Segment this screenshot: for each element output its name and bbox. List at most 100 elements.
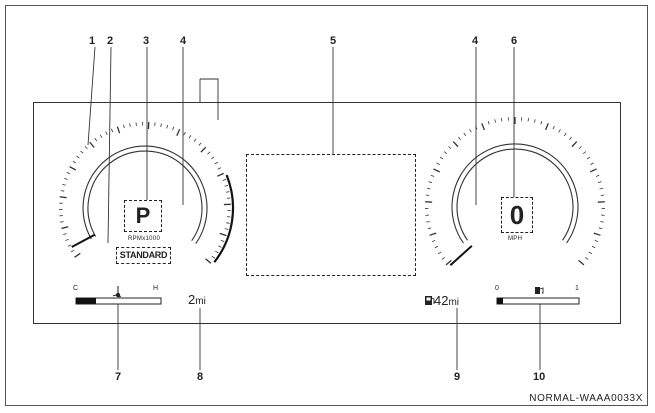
- gauge-tick: [60, 221, 64, 223]
- callout-2: 2: [107, 35, 114, 47]
- callout-6: 6: [511, 35, 518, 47]
- gauge-tick: [94, 137, 98, 142]
- gauge-tick: [475, 125, 478, 130]
- trip-value: 2: [188, 292, 196, 307]
- gauge-tick: [224, 228, 229, 230]
- gauge-tick: [105, 131, 108, 135]
- gauge-tick: [585, 257, 589, 260]
- gauge-tick: [426, 187, 431, 190]
- gauge-tick: [226, 222, 230, 224]
- thermometer-icon: [112, 286, 122, 298]
- gauge-tick: [426, 221, 430, 223]
- gauge-tick: [441, 257, 445, 260]
- gauge-tick: [458, 136, 461, 141]
- gauge-tick: [437, 251, 442, 255]
- speed-unit-label: MPH: [508, 236, 523, 242]
- gauge-inner-ring: [456, 148, 574, 241]
- gauge-tick: [427, 227, 432, 230]
- gauge-tick: [448, 146, 452, 150]
- gauge-tick: [469, 129, 472, 133]
- gauge-tick: [591, 245, 596, 249]
- gauge-tick: [534, 119, 536, 123]
- gauge-tick: [589, 168, 597, 173]
- gauge-tick: [599, 187, 604, 190]
- gauge-tick: [214, 161, 218, 165]
- gauge-tick: [62, 183, 66, 186]
- range-distance: 42mi: [434, 293, 459, 308]
- gauge-tick: [205, 258, 212, 264]
- gauge-tick: [545, 123, 549, 131]
- gauge-needle: [71, 233, 96, 248]
- instrument-panel-outline: [33, 102, 621, 324]
- callout-3: 3: [143, 35, 150, 47]
- gauge-tick: [571, 141, 578, 148]
- gauge-tick: [74, 252, 81, 258]
- gauge-tick: [431, 239, 436, 243]
- callout-1: 1: [89, 35, 96, 47]
- gauge-tick: [129, 123, 131, 127]
- rpm-unit-label: RPMx1000: [128, 236, 161, 242]
- gauge-inner-ring: [451, 143, 579, 244]
- callout-9: 9: [454, 371, 461, 383]
- gauge-tick: [183, 131, 186, 136]
- gauge-tick: [160, 123, 162, 128]
- gauge-tick: [80, 150, 84, 154]
- gauge-tick: [433, 168, 441, 173]
- gauge-tick: [563, 132, 567, 137]
- callout-4-left: 4: [180, 35, 187, 47]
- gauge-tick: [193, 138, 197, 142]
- gauge-tick: [69, 166, 77, 171]
- gauge-needle: [449, 245, 473, 266]
- gauge-tick: [501, 117, 503, 122]
- gauge-tick: [63, 233, 67, 235]
- gear-indicator: P: [124, 200, 162, 232]
- gauge-tick: [225, 191, 230, 193]
- gauge-tick: [452, 141, 459, 148]
- fuel-bar: [496, 297, 580, 305]
- gauge-tick: [578, 146, 582, 150]
- gauge-tick: [116, 126, 121, 134]
- drive-mode-text: STANDARD: [119, 250, 168, 260]
- gauge-tick: [463, 132, 467, 137]
- gauge-tick: [600, 221, 604, 223]
- gauge-tick: [60, 190, 65, 192]
- speed-readout: 0: [501, 197, 533, 233]
- gauge-tick: [594, 239, 599, 243]
- gauge-tick: [211, 255, 216, 259]
- gauge-tick: [569, 136, 572, 141]
- gauge-tick: [70, 249, 75, 253]
- temperature-bar: [75, 297, 162, 305]
- gauge-tick: [72, 160, 77, 164]
- gauge-tick: [76, 155, 80, 159]
- callout-7: 7: [115, 371, 122, 383]
- trip-distance: 2mi: [188, 292, 206, 307]
- speedometer-gauge: [425, 117, 605, 266]
- trip-unit: mi: [195, 296, 206, 307]
- gauge-tick: [211, 156, 215, 160]
- gauge-tick: [176, 129, 181, 136]
- gauge-tick: [123, 124, 125, 129]
- figure-frame: [5, 5, 648, 406]
- gauge-tick: [443, 151, 448, 155]
- fuel-pump-icon: [535, 287, 544, 294]
- gauge-tick: [593, 232, 601, 236]
- gauge-tick: [222, 178, 227, 181]
- fuel-full-label: 1: [575, 285, 579, 292]
- gauge-tick: [586, 156, 591, 160]
- gauge-tick: [111, 128, 114, 133]
- gauge-tick: [582, 151, 587, 155]
- gauge-tick: [578, 259, 585, 266]
- gauge-tick: [200, 146, 207, 153]
- gauge-tick: [590, 162, 594, 165]
- center-display: [246, 154, 416, 276]
- callout-8: 8: [197, 371, 204, 383]
- gauge-tick: [172, 126, 175, 131]
- gauge-tick: [217, 172, 224, 177]
- gauge-tick: [429, 232, 437, 236]
- gauge-tick: [218, 245, 222, 248]
- gauge-tick: [588, 251, 593, 255]
- callout-10: 10: [533, 371, 546, 383]
- gauge-tick: [527, 117, 529, 122]
- gauge-tick: [436, 162, 440, 165]
